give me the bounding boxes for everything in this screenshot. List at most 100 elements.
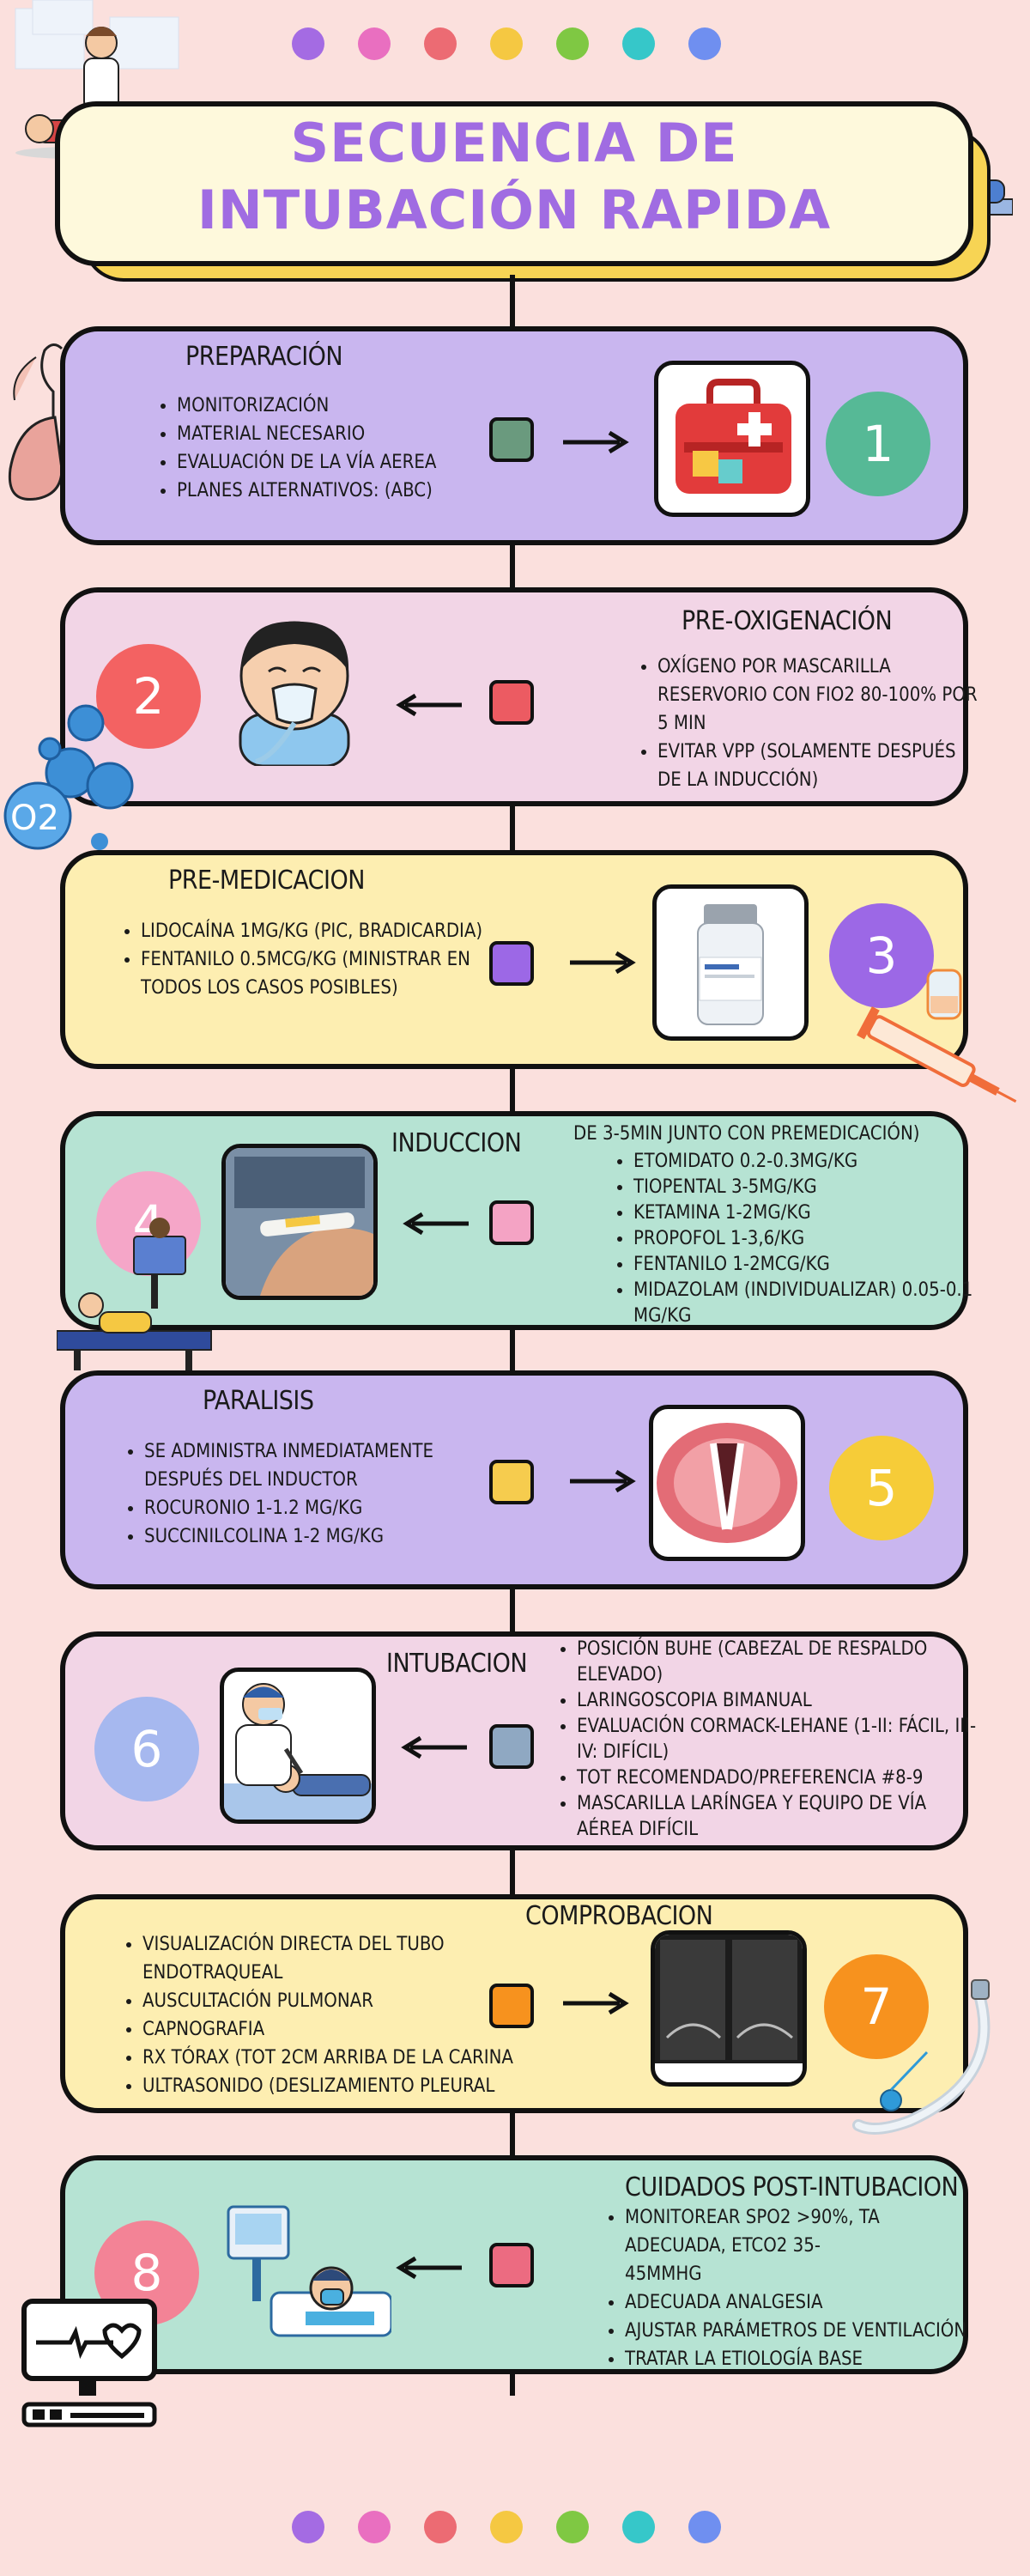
list-item: LARINGOSCOPIA BIMANUAL [577,1688,980,1714]
list-item: EVALUACIÓN DE LA VÍA AEREA [177,448,537,477]
step-number-badge: 6 [94,1697,199,1801]
arrow-left-icon [396,2256,462,2280]
timeline-marker-8 [489,2243,534,2287]
list-item: POSICIÓN BUHE (CABEZAL DE RESPALDO ELEVA… [577,1637,980,1688]
step-card-8: CUIDADOS POST-INTUBACION MONITOREAR SPO2… [60,2155,968,2374]
timeline-marker-3 [489,941,534,986]
step-number-badge: 7 [824,1954,929,2059]
heart-monitor-icon [21,2299,157,2427]
color-dot [424,27,457,60]
vocal-cords-image [649,1405,805,1561]
color-dot [622,27,655,60]
page-title-line-2: INTUBACIÓN RAPIDA [197,179,832,241]
title-banner: SECUENCIA DE INTUBACIÓN RAPIDA [55,101,973,266]
timeline-line [510,275,515,2396]
color-dot [622,2511,655,2543]
timeline-marker-7 [489,1984,534,2028]
list-item: EVITAR VPP (SOLAMENTE DESPUÉS DE LA INDU… [657,738,984,794]
list-item: MONITORIZACIÓN [177,392,537,420]
step-heading: INDUCCION [391,1128,522,1158]
list-item: OXÍGENO POR MASCARILLA RESERVORIO CON FI… [657,653,984,738]
step-list: POSICIÓN BUHE (CABEZAL DE RESPALDO ELEVA… [551,1637,980,1843]
list-item: ULTRASONIDO (DESLIZAMIENTO PLEURAL [142,2072,546,2100]
color-dot [688,27,721,60]
first-aid-kit-image [654,361,810,517]
oxygen-bubbles-icon: O2 [3,704,134,850]
step-list: OXÍGENO POR MASCARILLA RESERVORIO CON FI… [632,653,984,794]
step-number-badge: 5 [829,1436,934,1540]
color-dot [556,27,589,60]
syringe-icon [857,969,1017,1103]
color-dot [688,2511,721,2543]
monitor-patient-illustration-icon [57,1218,212,1370]
ultrasound-image-icon [655,1935,803,2082]
step-list: VISUALIZACIÓN DIRECTA DEL TUBO ENDOTRAQU… [117,1930,546,2100]
color-dot [424,2511,457,2543]
list-item: VISUALIZACIÓN DIRECTA DEL TUBO ENDOTRAQU… [142,1930,546,1987]
ventilator-patient-icon [227,2205,391,2337]
color-dot [292,27,324,60]
step-list: ETOMIDATO 0.2-0.3MG/KG TIOPENTAL 3-5MG/K… [608,1149,977,1329]
page-title-line-1: SECUENCIA DE [290,112,738,174]
arrow-left-icon [401,1735,467,1759]
list-item: TRATAR LA ETIOLOGÍA BASE [625,2345,985,2373]
color-dot [556,2511,589,2543]
list-item: 45MMHG [625,2263,702,2285]
arrow-right-icon [563,430,629,454]
step-number-badge: 1 [826,392,930,496]
list-item: SE ADMINISTRA INMEDIATAMENTE DESPUÉS DEL… [144,1437,505,1494]
list-item: RX TÓRAX (TOT 2CM ARRIBA DE LA CARINA [142,2044,546,2072]
syringe-in-arm-icon [226,1148,373,1296]
step-number-badge: 3 [829,903,934,1008]
step-heading: PREPARACIÓN [185,342,343,372]
list-item: PROPOFOL 1-3,6/KG [633,1226,977,1252]
list-item: ROCURONIO 1-1.2 MG/KG [144,1494,505,1522]
timeline-marker-6 [489,1724,534,1769]
timeline-marker-2 [489,680,534,725]
intubation-image [220,1668,376,1824]
list-item: AUSCULTACIÓN PULMONAR [142,1987,546,2015]
step-heading: CUIDADOS POST-INTUBACION [625,2172,959,2202]
color-dot [292,2511,324,2543]
vial-icon [697,904,764,1025]
arrow-right-icon [570,1469,636,1493]
list-item: MATERIAL NECESARIO [177,420,537,448]
list-item: LIDOCAÍNA 1MG/KG (PIC, BRADICARDIA) [141,917,501,945]
step-list: LIDOCAÍNA 1MG/KG (PIC, BRADICARDIA) FENT… [115,917,501,1002]
arrow-right-icon [563,1991,629,2015]
timeline-marker-4 [489,1200,534,1245]
color-dot [490,27,523,60]
arrow-right-icon [570,951,636,975]
list-item: MIDAZOLAM (INDIVIDUALIZAR) 0.05-0.1 MG/K… [633,1278,977,1329]
list-item: ETOMIDATO 0.2-0.3MG/KG [633,1149,977,1175]
list-item: MASCARILLA LARÍNGEA Y EQUIPO DE VÍA AÉRE… [577,1791,980,1843]
ultrasound-image [651,1930,807,2087]
step-card-1: PREPARACIÓN MONITORIZACIÓN MATERIAL NECE… [60,326,968,545]
arrow-left-icon [396,693,462,717]
step-list: MONITORIZACIÓN MATERIAL NECESARIO EVALUA… [151,392,537,505]
list-item: FENTANILO 1-2MCG/KG [633,1252,977,1278]
oxygen-mask-patient-icon [239,621,350,766]
step-intro: DE 3-5MIN JUNTO CON PREMEDICACIÓN) [573,1123,920,1145]
list-item: SUCCINILCOLINA 1-2 MG/KG [144,1522,505,1551]
timeline-marker-5 [489,1460,534,1504]
step-heading: PARALISIS [203,1386,314,1416]
vocal-cords-icon [657,1423,797,1543]
list-item: AJUSTAR PARÁMETROS DE VENTILACIÓN [625,2317,985,2345]
injection-photo [221,1144,378,1300]
step-heading: INTUBACION [386,1649,528,1679]
list-item: MONITOREAR SPO2 >90%, TA ADECUADA, ETCO2… [625,2203,985,2260]
color-dot [358,2511,391,2543]
list-item: KETAMINA 1-2MG/KG [633,1200,977,1226]
list-item: TIOPENTAL 3-5MG/KG [633,1175,977,1200]
list-item: ADECUADA ANALGESIA [625,2288,985,2317]
list-item: PLANES ALTERNATIVOS: (ABC) [177,477,537,505]
step-number-badge: 2 [96,644,201,749]
endotracheal-tube-icon [852,1979,991,2135]
step-heading: COMPROBACION [525,1901,713,1931]
doctor-intubating-icon [224,1683,372,1820]
step-heading: PRE-MEDICACION [168,866,365,896]
step-list: SE ADMINISTRA INMEDIATAMENTE DESPUÉS DEL… [118,1437,505,1551]
first-aid-kit-icon [676,379,791,494]
arrow-left-icon [403,1212,469,1236]
